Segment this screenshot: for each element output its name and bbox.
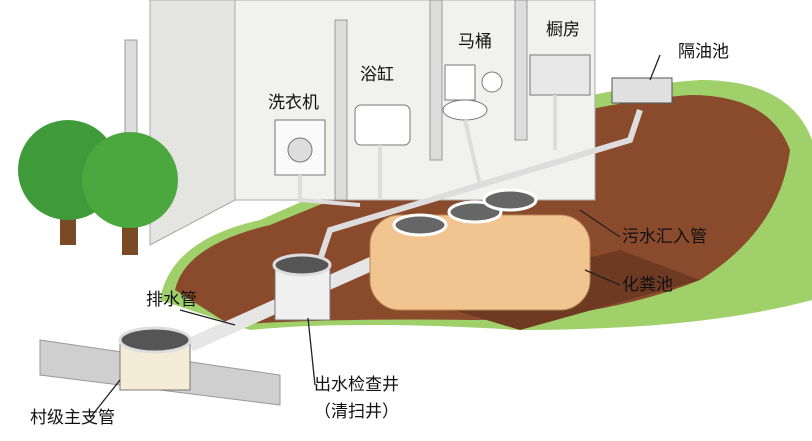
leader-lines bbox=[89, 54, 661, 419]
label-cleaning-well: （清扫井） bbox=[314, 402, 399, 422]
label-washing-machine: 洗衣机 bbox=[268, 93, 319, 113]
label-bathtub: 浴缸 bbox=[360, 65, 394, 85]
label-kitchen: 橱房 bbox=[546, 20, 580, 40]
grease-trap bbox=[611, 77, 673, 104]
label-outlet-inspection-well: 出水检查井 bbox=[314, 375, 399, 395]
label-drain-pipe: 排水管 bbox=[146, 290, 197, 310]
label-grease-trap: 隔油池 bbox=[678, 42, 729, 62]
tree-icon bbox=[82, 132, 178, 255]
label-village-main-pipe: 村级主支管 bbox=[30, 408, 115, 428]
label-septic-tank: 化粪池 bbox=[622, 275, 673, 295]
kitchen-sink bbox=[529, 54, 591, 96]
label-toilet: 马桶 bbox=[458, 32, 492, 52]
tank-lid bbox=[392, 213, 448, 237]
bathtub bbox=[354, 104, 411, 146]
tank-lid bbox=[482, 188, 538, 212]
label-sewage-inlet-pipe: 污水汇入管 bbox=[622, 227, 707, 247]
